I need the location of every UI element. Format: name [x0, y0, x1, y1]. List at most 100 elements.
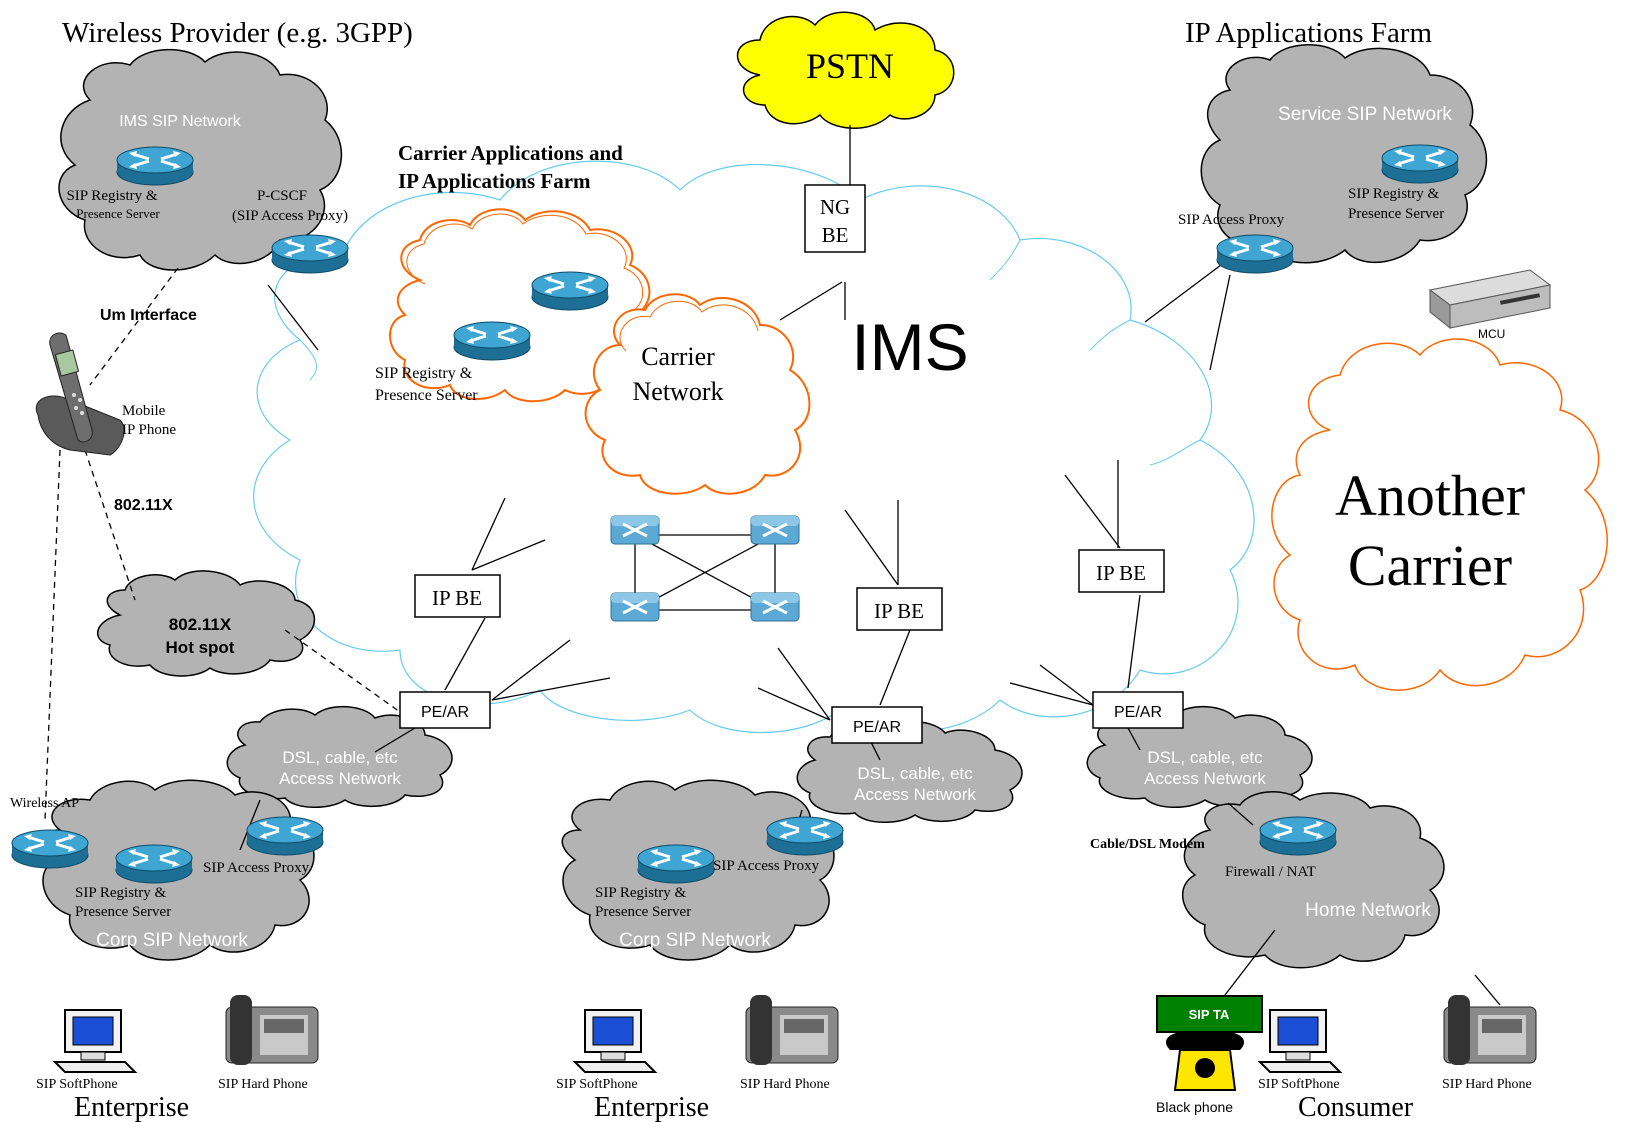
pc-icon [1259, 1009, 1341, 1073]
ip-apps-farm-heading: IP Applications Farm [1185, 17, 1432, 49]
enterprise-left-label: Enterprise [74, 1092, 189, 1122]
router-icon [1258, 815, 1338, 857]
enterprise-middle-label: Enterprise [594, 1092, 709, 1122]
wireless-links [44, 267, 401, 821]
router-icon [1215, 233, 1295, 275]
ip-be-box-left: IP BE [414, 574, 501, 618]
sip-ta-box: SIP TA [1156, 995, 1263, 1033]
service-registry-line1: SIP Registry & [1348, 186, 1439, 202]
switch-icon [609, 514, 661, 546]
ims-sip-network-cloud [58, 48, 342, 271]
switch-icon [609, 591, 661, 623]
corp-middle-access-proxy: SIP Access Proxy [713, 858, 820, 874]
hard-phone-icon [1443, 994, 1537, 1066]
service-registry-line2: Presence Server [1348, 206, 1444, 222]
access-network-left-line1: DSL, cable, etc [282, 748, 398, 767]
router-icon [1380, 143, 1460, 185]
pe-ar-middle-label: PE/AR [853, 719, 901, 736]
mcu-label: MCU [1478, 327, 1505, 341]
hotspot-line2: Hot spot [166, 638, 235, 657]
router-icon [452, 320, 532, 362]
corp-sip-network-left-label: Corp SIP Network [96, 930, 248, 951]
pc-icon [574, 1009, 656, 1073]
pcscf-line1: P-CSCF [257, 188, 307, 204]
ng-be-line2: BE [822, 223, 849, 247]
pstn-cloud [736, 11, 955, 129]
ip-be-middle-label: IP BE [874, 599, 924, 623]
access-network-right-line1: DSL, cable, etc [1147, 748, 1263, 767]
service-access-proxy-label: SIP Access Proxy [1178, 212, 1285, 228]
switch-icon [749, 591, 801, 623]
hotspot-line1: 802.11X [169, 615, 232, 634]
router-icon [765, 815, 845, 857]
home-network-label: Home Network [1305, 900, 1431, 921]
access-network-left-line2: Access Network [279, 769, 401, 788]
corp-left-registry-line1: SIP Registry & [75, 885, 166, 901]
carrier-network-cloud [584, 293, 811, 495]
pcscf-line2: (SIP Access Proxy) [232, 208, 348, 224]
service-sip-network-label: Service SIP Network [1278, 104, 1452, 125]
carrier-registry-line2: Presence Server [375, 387, 478, 404]
router-icon [636, 843, 716, 885]
ip-be-box-middle: IP BE [856, 587, 943, 631]
router-icon [10, 828, 90, 870]
access-network-middle-line1: DSL, cable, etc [857, 764, 973, 783]
router-icon [115, 145, 195, 187]
ip-be-box-right: IP BE [1078, 549, 1165, 593]
hard-phone-icon [745, 994, 839, 1066]
hardphone-middle-label: SIP Hard Phone [740, 1077, 830, 1092]
wireless-registry-line2: Presence Server [76, 206, 160, 221]
wireless-ap-label: Wireless AP [10, 796, 79, 811]
carrier-registry-line1: SIP Registry & [375, 365, 473, 382]
softphone-right-label: SIP SoftPhone [1258, 1077, 1340, 1092]
pstn-label: PSTN [806, 46, 894, 86]
carrier-network-line1: Carrier [641, 342, 715, 371]
service-sip-network-cloud [1200, 44, 1487, 264]
hardphone-right-label: SIP Hard Phone [1442, 1077, 1532, 1092]
another-carrier-line1: Another [1335, 463, 1525, 528]
ip-be-left-label: IP BE [432, 586, 482, 610]
softphone-middle-label: SIP SoftPhone [556, 1077, 638, 1092]
um-interface-label: Um Interface [100, 307, 197, 324]
mobile-ip-phone-line2: IP Phone [122, 422, 176, 438]
corp-left-registry-line2: Presence Server [75, 904, 171, 920]
cable-dsl-modem-label: Cable/DSL Modem [1090, 837, 1205, 852]
mcu-icon [1428, 269, 1552, 330]
hard-phone-icon [225, 994, 319, 1066]
carrier-apps-heading-line2: IP Applications Farm [398, 169, 591, 193]
hardphone-left-label: SIP Hard Phone [218, 1077, 308, 1092]
black-phone-icon [1165, 1032, 1245, 1091]
access-network-right-line2: Access Network [1144, 769, 1266, 788]
softphone-left-label: SIP SoftPhone [36, 1077, 118, 1092]
another-carrier-line2: Carrier [1348, 533, 1512, 598]
router-icon [530, 270, 610, 312]
corp-left-access-proxy: SIP Access Proxy [203, 860, 310, 876]
switch-icon [749, 514, 801, 546]
carrier-apps-heading-line1: Carrier Applications and [398, 141, 623, 165]
pe-ar-left-label: PE/AR [421, 704, 469, 721]
consumer-label: Consumer [1298, 1092, 1414, 1122]
corp-middle-registry-line2: Presence Server [595, 904, 691, 920]
wifi-802-label: 802.11X [114, 497, 173, 514]
wireless-provider-heading: Wireless Provider (e.g. 3GPP) [62, 17, 413, 49]
corp-sip-network-middle-label: Corp SIP Network [619, 930, 771, 951]
router-icon [114, 843, 194, 885]
home-network-cloud [1181, 791, 1445, 969]
sip-ta-label: SIP TA [1189, 1007, 1230, 1022]
ims-label: IMS [851, 310, 968, 384]
another-carrier-cloud [1271, 338, 1608, 691]
ng-be-line1: NG [820, 195, 850, 219]
carrier-network-line2: Network [633, 377, 724, 406]
hotspot-cloud [96, 570, 316, 677]
ims-sip-network-label: IMS SIP Network [119, 113, 242, 130]
corp-middle-registry-line1: SIP Registry & [595, 885, 686, 901]
pe-ar-box-left: PE/AR [399, 691, 491, 729]
black-phone-label: Black phone [1156, 1099, 1233, 1115]
router-icon [270, 233, 350, 275]
ip-be-right-label: IP BE [1096, 561, 1146, 585]
pc-icon [54, 1009, 136, 1073]
pe-ar-box-middle: PE/AR [831, 706, 923, 744]
firewall-nat-label: Firewall / NAT [1225, 864, 1316, 880]
mobile-ip-phone-line1: Mobile [122, 403, 166, 419]
wireless-registry-line1: SIP Registry & [66, 188, 157, 204]
